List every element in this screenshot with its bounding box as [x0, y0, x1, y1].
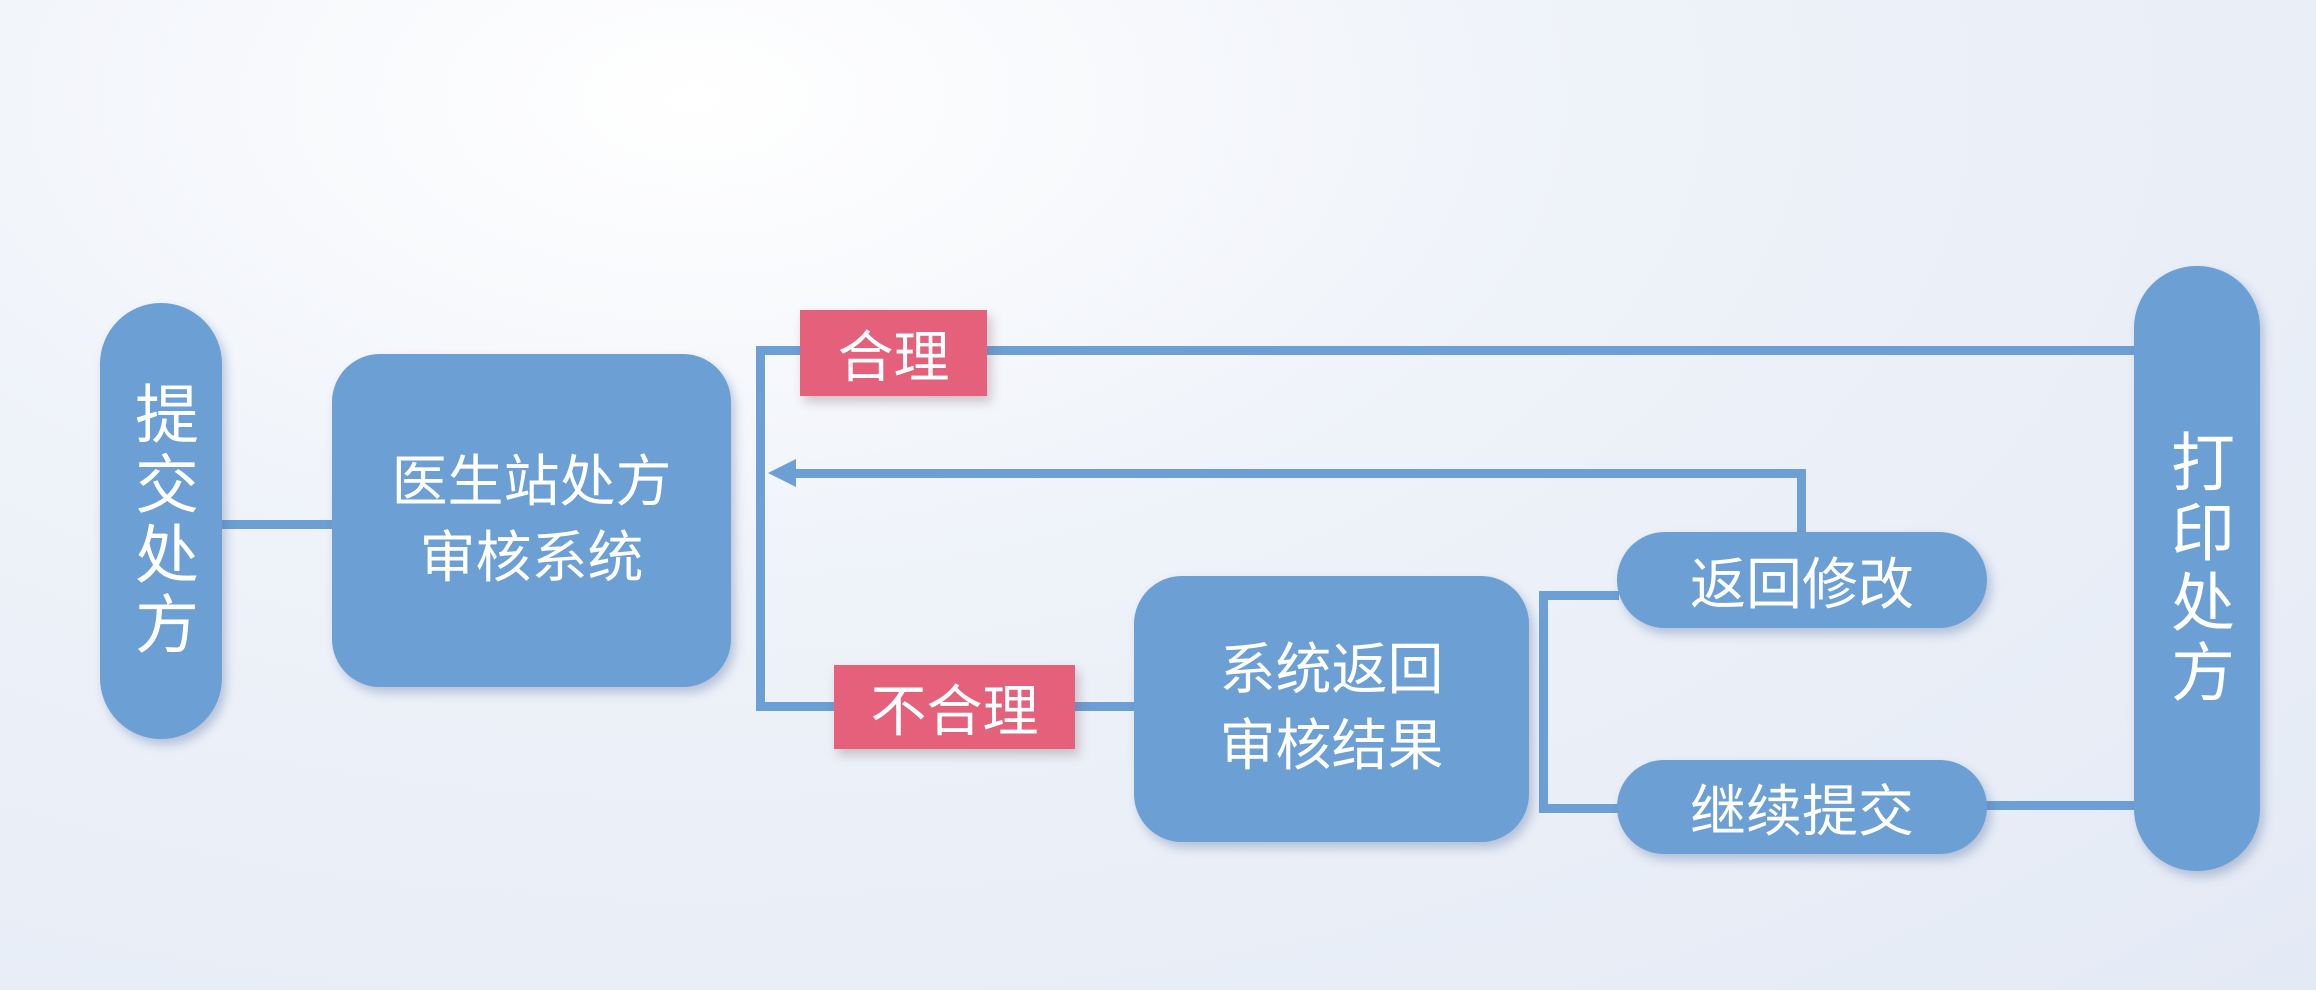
connector-continue-to-print: [1985, 801, 2137, 810]
label-reasonable: 合理: [800, 310, 987, 396]
node-continue-submit: 继续提交: [1617, 760, 1987, 854]
node-return-result-line1: 系统返回: [1219, 638, 1444, 703]
node-audit-system-line1: 医生站处方: [391, 449, 672, 515]
node-audit-system: 医生站处方 审核系统: [332, 354, 731, 687]
node-continue-submit-label: 继续提交: [1690, 779, 1914, 845]
node-return-modify-label: 返回修改: [1690, 552, 1914, 618]
connector-bracket-bottom: [1539, 804, 1619, 813]
connector-bracket-vertical: [1539, 591, 1548, 813]
node-audit-system-line2: 审核系统: [419, 525, 644, 591]
label-unreasonable-text: 不合理: [870, 679, 1039, 745]
node-return-result: 系统返回 审核结果: [1134, 576, 1529, 842]
node-return-modify: 返回修改: [1617, 532, 1987, 628]
connector-unreasonable-bottom: [756, 702, 836, 711]
arrow-left-icon: [768, 459, 796, 487]
connector-submit-to-system: [222, 520, 334, 529]
connector-modify-vertical: [1797, 469, 1806, 535]
connector-modify-return: [790, 469, 1806, 478]
node-submit-prescription: 提交处方: [100, 303, 222, 739]
connector-bracket-top: [1539, 591, 1619, 600]
node-return-result-line2: 审核结果: [1219, 714, 1444, 779]
node-print-prescription: 打印处方: [2134, 266, 2260, 871]
label-reasonable-text: 合理: [837, 325, 950, 391]
node-print-label: 打印处方: [2160, 428, 2234, 709]
connector-unreasonable-to-result: [1070, 702, 1136, 711]
connector-left-vertical: [756, 346, 765, 711]
connector-reasonable-top: [756, 346, 2136, 355]
label-unreasonable: 不合理: [834, 665, 1075, 749]
node-submit-label: 提交处方: [124, 381, 198, 661]
